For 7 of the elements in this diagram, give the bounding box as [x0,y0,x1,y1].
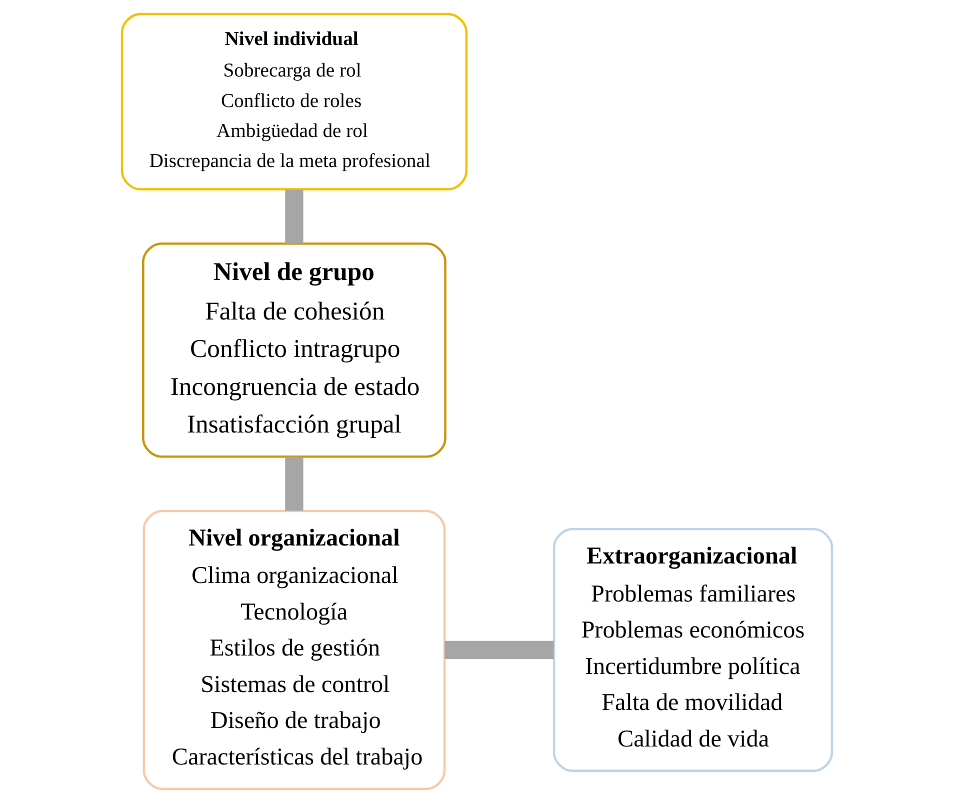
node-box: Nivel individual Sobrecarga de rol Conflicto de roles Ambigüedad de rol Discrepancia de la meta profesional [120,12,468,190]
node-box: Extraorganizacional Problemas familiares Problemas económicos Incertidumbre política Falta de movilidad Calidad de vida [552,528,834,772]
connector [285,456,304,511]
node-box: Nivel organizacional Clima organizacional Tecnología Estilos de gestión Sistemas de control Diseño de trabajo Características del trabajo [142,510,446,790]
connector [285,190,304,244]
connector [444,640,554,660]
node-box: Nivel de grupo Falta de cohesión Conflicto intragrupo Incongruencia de estado Insatisfacción grupal [142,242,446,458]
